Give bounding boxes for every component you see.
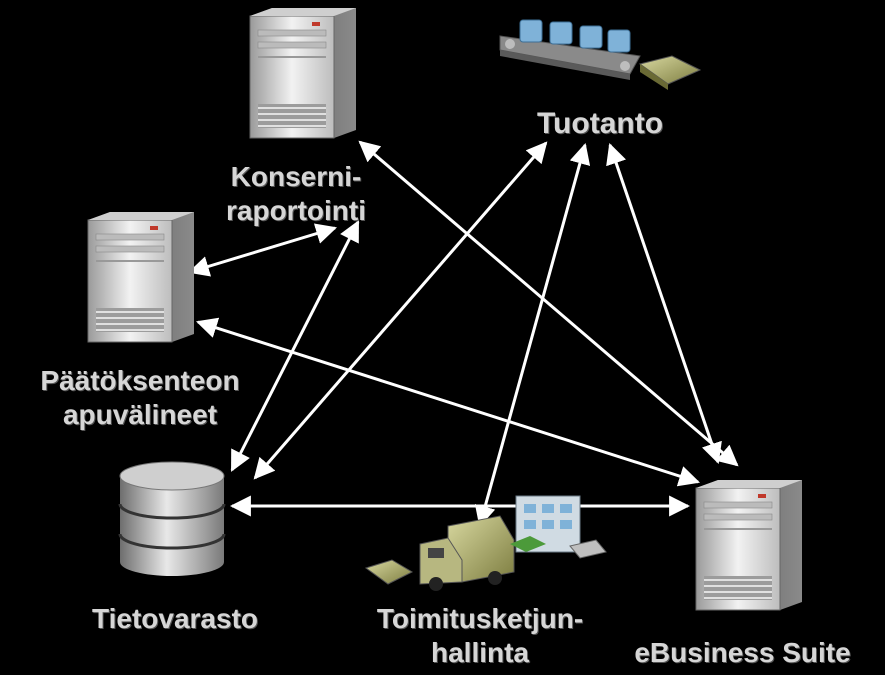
paatoksen-label-line1: Päätöksenteon bbox=[40, 365, 240, 396]
database-icon-tietovarasto bbox=[118, 461, 226, 576]
konserni-label-line1: Konserni- bbox=[230, 161, 362, 192]
arrow-tuotanto-toimitus bbox=[474, 142, 591, 528]
arrow-konserni-ebusiness bbox=[358, 140, 739, 467]
server-icon-ebusiness bbox=[695, 480, 802, 611]
ebusiness-label: eBusiness Suite bbox=[634, 637, 851, 668]
arrow-tuotanto-ebusiness bbox=[606, 143, 722, 464]
konserni-label-line2: raportointi bbox=[226, 195, 366, 227]
node-label-ebusiness: eBusiness Suite bbox=[600, 636, 885, 670]
node-label-konserni: Konserni- raportointi bbox=[196, 160, 396, 228]
node-label-tuotanto: Tuotanto bbox=[500, 106, 700, 143]
truck-icon-toimitus bbox=[364, 495, 607, 591]
toimitus-label-line1: Toimitusketjun- bbox=[376, 603, 584, 634]
node-label-tietovarasto: Tietovarasto bbox=[50, 602, 300, 636]
server-icon-paatoksen bbox=[87, 212, 194, 343]
arrow-konserni-paatoksen bbox=[187, 223, 338, 277]
paatoksen-label-line2: apuvälineet bbox=[62, 399, 218, 431]
node-label-paatoksen: Päätöksenteon apuvälineet bbox=[0, 364, 280, 432]
connection-arrows bbox=[187, 140, 739, 528]
conveyor-icon-tuotanto bbox=[499, 19, 702, 90]
server-icon-konserni bbox=[249, 8, 356, 139]
toimitus-label-line2: hallinta bbox=[430, 637, 529, 669]
tuotanto-label: Tuotanto bbox=[536, 107, 664, 140]
node-label-toimitus: Toimitusketjun- hallinta bbox=[340, 602, 620, 670]
tietovarasto-label: Tietovarasto bbox=[92, 603, 258, 634]
